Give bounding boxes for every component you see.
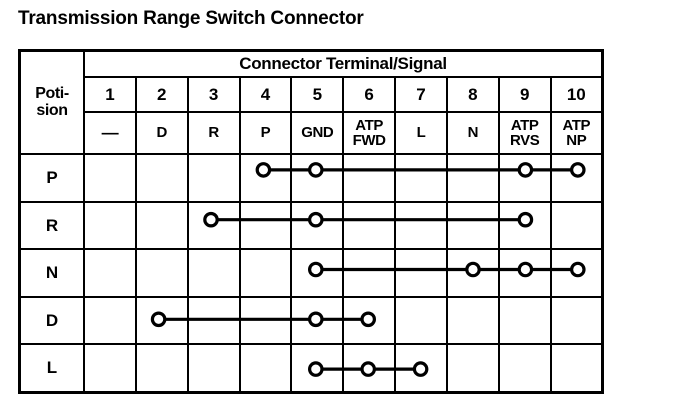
cell-r-9: [497, 200, 552, 251]
cell-d-7: [394, 295, 448, 346]
cell-n-9: [497, 248, 552, 298]
row-label-p: P: [18, 153, 85, 203]
cell-l-10: [549, 343, 604, 394]
row-label-n: N: [18, 248, 85, 298]
cell-r-6: [342, 200, 397, 251]
cell-n-8: [445, 248, 500, 298]
cell-r-4: [238, 200, 293, 251]
terminal-signal-4: P: [238, 110, 293, 156]
cell-p-5: [290, 153, 345, 203]
cell-l-7: [394, 343, 448, 394]
terminal-signal-6-line-1: ATP: [355, 116, 383, 134]
connector-table-container: Poti- sion Connector Terminal/Signal 1 2…: [18, 49, 604, 394]
table-row: D: [18, 295, 604, 346]
cell-l-4: [238, 343, 293, 394]
terminal-signal-6: ATP FWD: [342, 110, 397, 156]
terminal-signal-3: R: [186, 110, 241, 156]
terminal-signal-5: GND: [290, 110, 345, 156]
row-label-d: D: [18, 295, 85, 346]
position-header-line-2: sion: [36, 101, 68, 119]
position-header-line-1: Poti-: [35, 85, 69, 103]
terminal-signal-7: L: [394, 110, 448, 156]
cell-p-3: [186, 153, 241, 203]
table-row: P: [18, 153, 604, 203]
cell-d-8: [445, 295, 500, 346]
terminal-number-7: 7: [394, 76, 448, 113]
cell-d-9: [497, 295, 552, 346]
cell-r-5: [290, 200, 345, 251]
terminal-signal-10: ATP NP: [549, 110, 604, 156]
cell-n-10: [549, 248, 604, 298]
terminal-signal-8: N: [445, 110, 500, 156]
cell-r-7: [394, 200, 448, 251]
table-body: Poti- sion Connector Terminal/Signal 1 2…: [18, 49, 604, 394]
cell-d-4: [238, 295, 293, 346]
cell-d-10: [549, 295, 604, 346]
cell-l-5: [290, 343, 345, 394]
cell-l-6: [342, 343, 397, 394]
cell-n-7: [394, 248, 448, 298]
terminal-signal-10-line-1: ATP: [562, 116, 591, 134]
cell-r-10: [549, 200, 604, 251]
terminal-number-9: 9: [497, 76, 552, 113]
terminal-number-8: 8: [445, 76, 500, 113]
table-row: R: [18, 200, 604, 251]
cell-n-4: [238, 248, 293, 298]
cell-l-3: [186, 343, 241, 394]
cell-r-3: [186, 200, 241, 251]
cell-p-9: [497, 153, 552, 203]
cell-n-3: [186, 248, 241, 298]
terminal-signal-1-text: —: [101, 123, 119, 143]
cell-p-4: [238, 153, 293, 203]
cell-n-2: [134, 248, 189, 298]
cell-d-1: [83, 295, 137, 346]
cell-n-1: [83, 248, 137, 298]
cell-p-7: [394, 153, 448, 203]
page-title: Transmission Range Switch Connector: [18, 8, 364, 29]
terminal-number-10: 10: [549, 76, 604, 113]
table-row: L: [18, 343, 604, 394]
cell-d-5: [290, 295, 345, 346]
connector-table: Poti- sion Connector Terminal/Signal 1 2…: [18, 49, 604, 394]
terminal-signal-1: —: [83, 110, 137, 156]
connector-terminal-signal-header: Connector Terminal/Signal: [83, 49, 604, 79]
terminal-signal-row: — D R P GND ATP FWD L N ATP RVS ATP NP: [20, 110, 604, 156]
cell-d-6: [342, 295, 397, 346]
terminal-signal-9: ATP RVS: [497, 110, 552, 156]
terminal-number-3: 3: [186, 76, 241, 113]
row-label-r: R: [18, 200, 85, 251]
cell-r-8: [445, 200, 500, 251]
position-header-cell: Poti- sion: [18, 49, 85, 156]
cell-p-8: [445, 153, 500, 203]
row-label-l: L: [18, 343, 85, 394]
cell-n-6: [342, 248, 397, 298]
terminal-signal-9-line-2: RVS: [509, 131, 540, 149]
cell-r-1: [83, 200, 137, 251]
cell-r-2: [134, 200, 189, 251]
cell-l-9: [497, 343, 552, 394]
cell-p-1: [83, 153, 137, 203]
cell-l-2: [134, 343, 189, 394]
table-row: N: [18, 248, 604, 298]
terminal-signal-9-line-1: ATP: [510, 116, 539, 134]
table-header-span-row: Poti- sion Connector Terminal/Signal: [18, 49, 604, 156]
cell-l-1: [83, 343, 137, 394]
cell-d-2: [134, 295, 189, 346]
cell-n-5: [290, 248, 345, 298]
terminal-number-2: 2: [134, 76, 189, 113]
cell-l-8: [445, 343, 500, 394]
terminal-signal-2: D: [134, 110, 189, 156]
terminal-signal-10-line-2: NP: [566, 131, 587, 149]
terminal-number-1: 1: [83, 76, 137, 113]
terminal-number-4: 4: [238, 76, 293, 113]
terminal-signal-6-line-2: FWD: [352, 131, 386, 149]
cell-p-2: [134, 153, 189, 203]
cell-d-3: [186, 295, 241, 346]
terminal-number-6: 6: [342, 76, 397, 113]
terminal-number-row: 1 2 3 4 5 6 7 8 9 10: [20, 76, 604, 113]
cell-p-6: [342, 153, 397, 203]
cell-p-10: [549, 153, 604, 203]
terminal-number-5: 5: [290, 76, 345, 113]
